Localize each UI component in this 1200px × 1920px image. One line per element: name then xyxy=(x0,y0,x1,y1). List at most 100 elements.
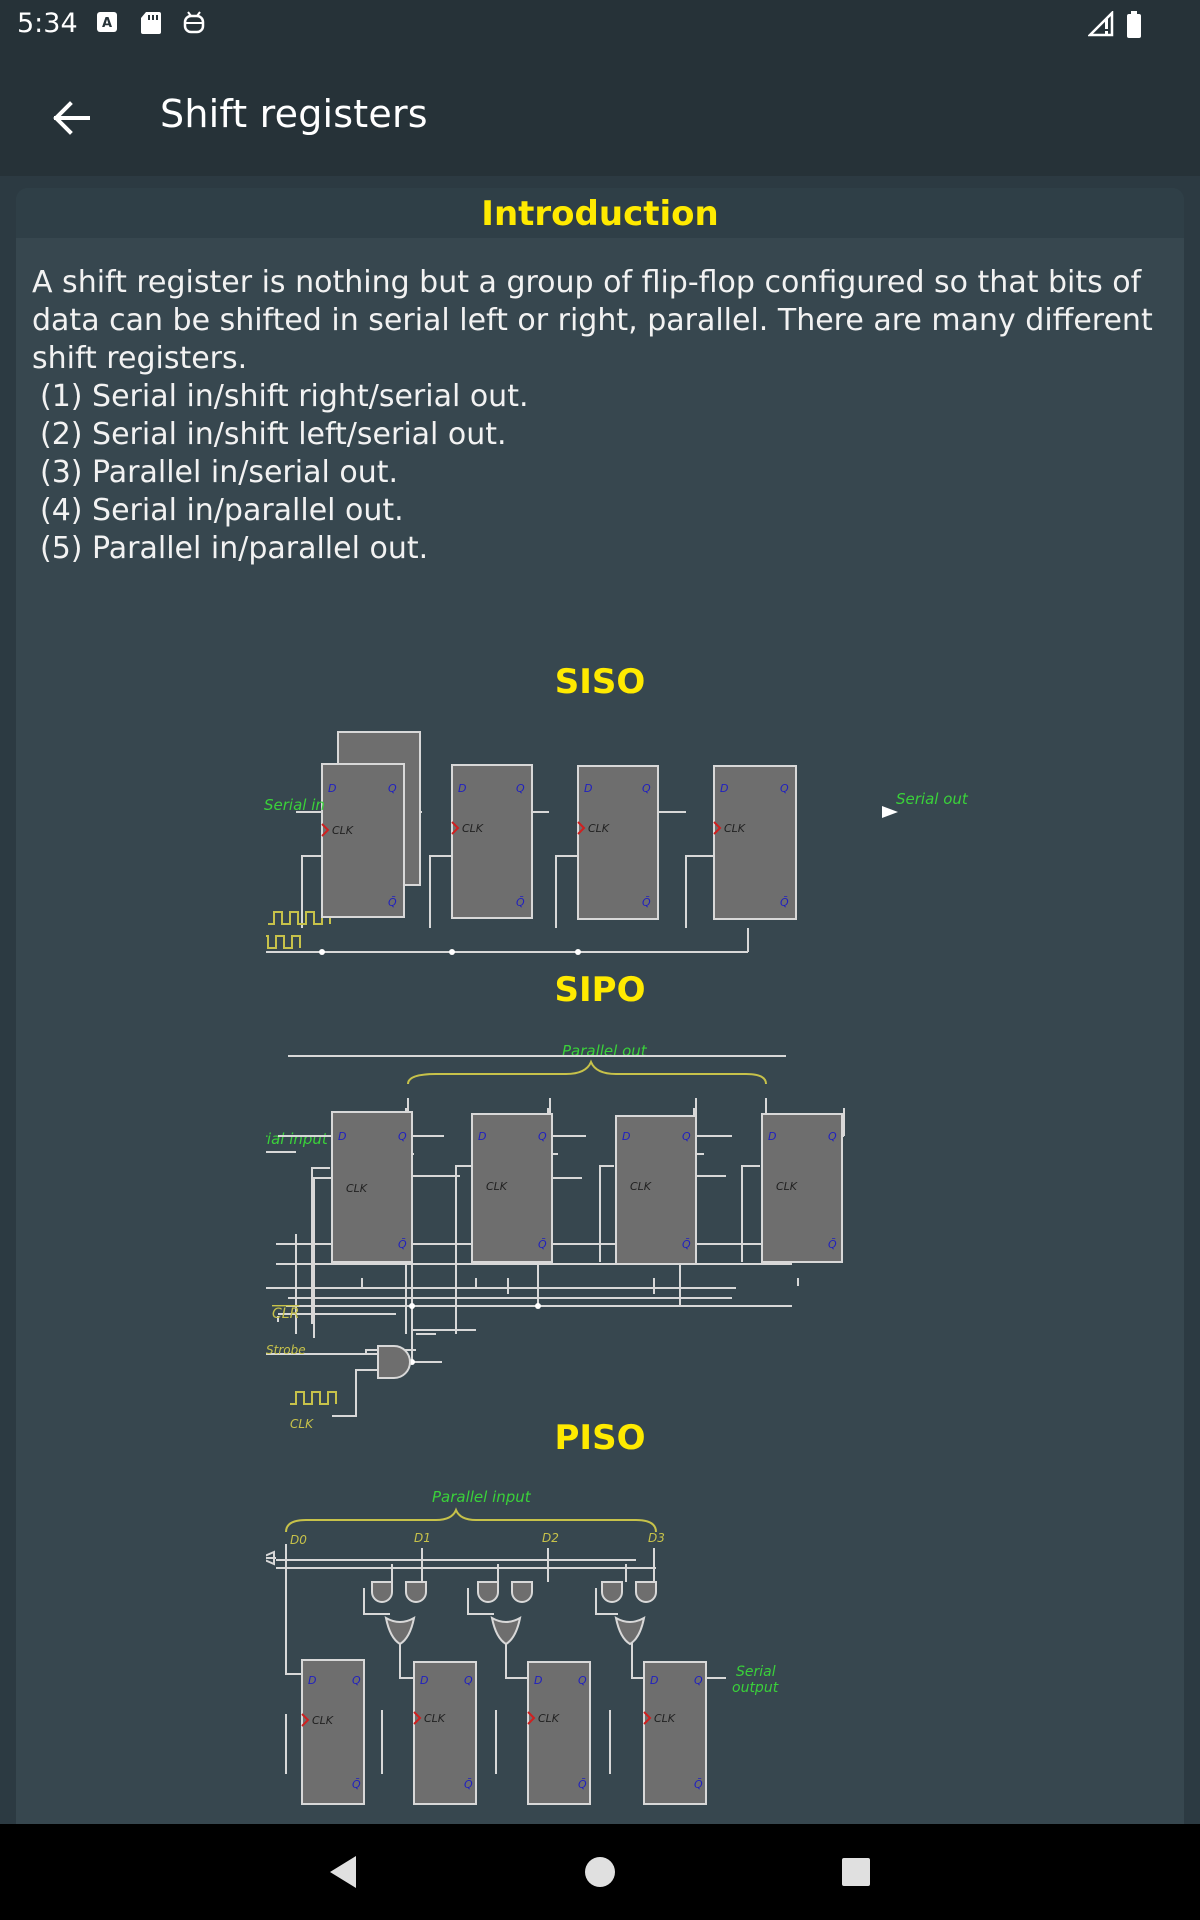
svg-text:D: D xyxy=(328,782,336,795)
svg-text:Q: Q xyxy=(538,1130,547,1143)
svg-text:Q: Q xyxy=(642,782,651,795)
svg-text:Q̄: Q̄ xyxy=(682,1238,691,1251)
svg-text:D: D xyxy=(720,782,728,795)
svg-text:CLK: CLK xyxy=(654,1712,676,1725)
siso-title: SISO xyxy=(554,662,646,702)
battery-icon xyxy=(1127,11,1141,38)
svg-text:CLK: CLK xyxy=(588,822,610,835)
svg-text:Q̄: Q̄ xyxy=(538,1238,547,1251)
keyboard-notification-icon: A xyxy=(97,12,117,32)
piso-title: PISO xyxy=(554,1418,646,1458)
intro-text-block: A shift register is nothing but a group … xyxy=(32,264,1172,568)
svg-text:Q̄: Q̄ xyxy=(388,896,397,909)
svg-text:CLK: CLK xyxy=(630,1180,652,1193)
svg-text:D: D xyxy=(768,1130,776,1143)
svg-text:D1: D1 xyxy=(414,1531,431,1545)
svg-text:Serial: Serial xyxy=(736,1664,776,1680)
svg-text:Q: Q xyxy=(352,1674,361,1687)
svg-text:CLK: CLK xyxy=(724,822,746,835)
svg-text:D: D xyxy=(534,1674,542,1687)
svg-text:Q̄: Q̄ xyxy=(352,1778,361,1791)
svg-text:D2: D2 xyxy=(542,1531,559,1545)
sipo-schematic: D Q Q̄ D Q Q̄ D Q Q̄ D Q Q̄ CLK CLK CLK CLK xyxy=(266,1108,845,1417)
arrow-back-icon xyxy=(53,101,90,135)
svg-text:D: D xyxy=(458,782,466,795)
svg-text:Q̄: Q̄ xyxy=(464,1778,473,1791)
svg-text:Q: Q xyxy=(682,1130,691,1143)
svg-text:D: D xyxy=(478,1130,486,1143)
svg-text:CLK: CLK xyxy=(290,1417,314,1431)
svg-text:D: D xyxy=(622,1130,630,1143)
svg-text:Q: Q xyxy=(694,1674,703,1687)
svg-text:CLK: CLK xyxy=(346,1182,368,1195)
svg-text:D0: D0 xyxy=(290,1533,307,1547)
svg-text:Q: Q xyxy=(464,1674,473,1687)
sipo-left-labels: CLR Strobe CLK xyxy=(266,1306,337,1431)
svg-text:Q: Q xyxy=(398,1130,407,1143)
app-bar: Shift registers xyxy=(0,50,1200,176)
status-bar: 5:34 A xyxy=(0,0,1200,50)
svg-text:Q̄: Q̄ xyxy=(578,1778,587,1791)
svg-text:Q: Q xyxy=(828,1130,837,1143)
svg-text:Q: Q xyxy=(516,782,525,795)
nav-recents-square-icon xyxy=(842,1858,870,1886)
svg-text:CLR: CLR xyxy=(272,1306,299,1322)
svg-text:D: D xyxy=(308,1674,316,1687)
svg-text:D: D xyxy=(584,782,592,795)
svg-text:CLK: CLK xyxy=(312,1714,334,1727)
svg-text:D3: D3 xyxy=(648,1531,665,1545)
svg-text:A: A xyxy=(102,16,112,31)
svg-text:CLK: CLK xyxy=(424,1712,446,1725)
signal-icon xyxy=(1088,11,1114,37)
list-item: (1) Serial in/shift right/serial out. xyxy=(40,379,529,414)
page-title: Shift registers xyxy=(160,92,428,136)
svg-text:Q̄: Q̄ xyxy=(694,1778,703,1791)
nav-back-triangle-icon xyxy=(330,1856,356,1888)
svg-text:Q: Q xyxy=(780,782,789,795)
svg-text:Q̄: Q̄ xyxy=(828,1238,837,1251)
svg-text:CLK: CLK xyxy=(462,822,484,835)
section-heading: Introduction xyxy=(481,194,719,234)
svg-text:CLK: CLK xyxy=(776,1180,798,1193)
svg-text:CLK: CLK xyxy=(332,824,354,837)
nav-back-button[interactable] xyxy=(320,1848,368,1896)
nav-home-circle-icon xyxy=(585,1857,615,1887)
list-item: (2) Serial in/shift left/serial out. xyxy=(40,417,507,452)
svg-text:Serial out: Serial out xyxy=(896,790,969,808)
intro-paragraph: A shift register is nothing but a group … xyxy=(32,265,1153,376)
list-item: (4) Serial in/parallel out. xyxy=(40,493,404,528)
sd-card-icon xyxy=(141,12,161,34)
content-card: Introduction A shift register is nothing… xyxy=(16,188,1184,1824)
siso-labels: Serial in Serial out xyxy=(264,790,969,814)
navigation-bar xyxy=(0,1824,1200,1920)
card-header: Introduction xyxy=(16,188,1184,238)
nav-home-button[interactable] xyxy=(576,1848,624,1896)
siso-register-blocks: D Q Q̄ D Q Q̄ D Q Q̄ D Q Q̄ CLK CLK CLK CLK xyxy=(321,763,797,920)
svg-text:CLK: CLK xyxy=(538,1712,560,1725)
svg-text:D: D xyxy=(338,1130,346,1143)
status-time: 5:34 xyxy=(17,8,78,39)
svg-text:Serial input: Serial input xyxy=(266,1130,329,1148)
svg-text:Q̄: Q̄ xyxy=(398,1238,407,1251)
svg-text:D: D xyxy=(420,1674,428,1687)
svg-text:Q̄: Q̄ xyxy=(516,896,525,909)
svg-text:Q: Q xyxy=(578,1674,587,1687)
svg-text:Strobe: Strobe xyxy=(266,1343,306,1357)
piso-diagram: Parallel input D0 D1 D2 D3 xyxy=(266,1488,779,1805)
list-item: (5) Parallel in/parallel out. xyxy=(40,531,429,566)
list-item: (3) Parallel in/serial out. xyxy=(40,455,399,490)
siso-clock-bus xyxy=(266,928,749,955)
svg-text:Q̄: Q̄ xyxy=(780,896,789,909)
sipo-title: SIPO xyxy=(554,970,646,1010)
svg-text:Q: Q xyxy=(388,782,397,795)
svg-text:D: D xyxy=(650,1674,658,1687)
android-debug-icon xyxy=(183,11,205,34)
content-scroll-area[interactable]: Introduction A shift register is nothing… xyxy=(0,176,1200,1824)
back-button[interactable] xyxy=(40,86,104,150)
svg-text:Serial in: Serial in xyxy=(264,796,325,814)
nav-recents-button[interactable] xyxy=(832,1848,880,1896)
svg-text:CLK: CLK xyxy=(486,1180,508,1193)
svg-text:output: output xyxy=(732,1680,779,1696)
svg-text:Q̄: Q̄ xyxy=(642,896,651,909)
svg-text:Parallel input: Parallel input xyxy=(432,1488,532,1506)
